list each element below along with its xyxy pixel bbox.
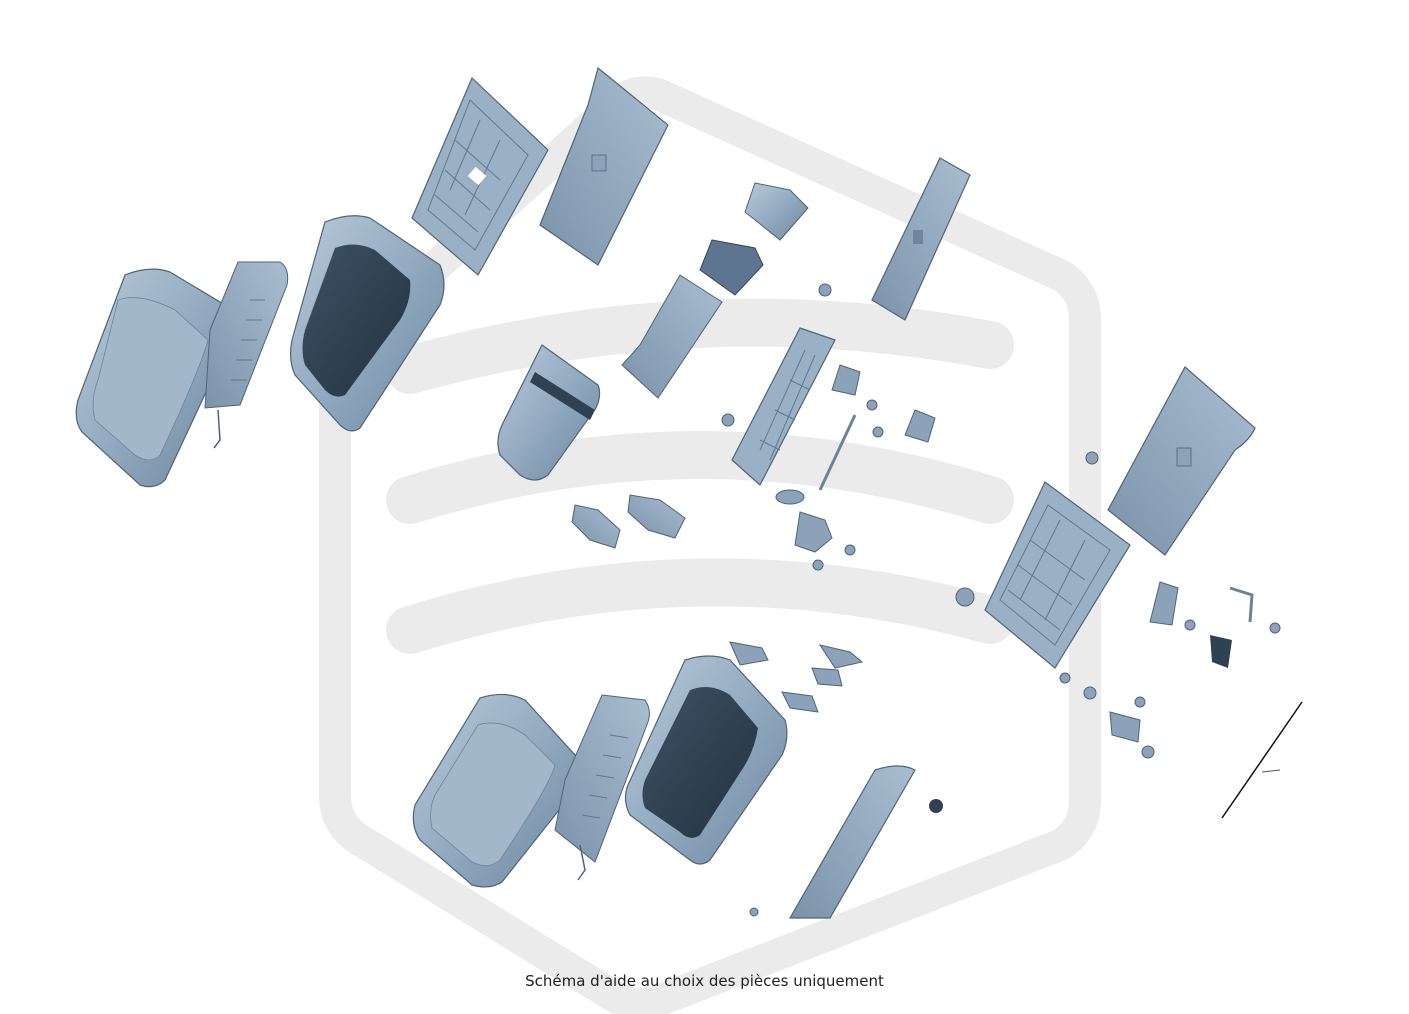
hinge-bracket: [1109, 581, 1254, 743]
right-backrest-rear-cover: [1107, 366, 1256, 556]
headrest-guide: [699, 239, 764, 296]
left-backrest-board: [204, 261, 289, 449]
center-frame: [731, 327, 857, 491]
bottom-backrest-board: [554, 694, 650, 881]
screws-center: [721, 283, 884, 571]
left-backrest-frame: [411, 76, 549, 276]
left-backrest-cushion: [75, 268, 232, 488]
push-button-left: [571, 504, 621, 549]
lock-mechanism: [775, 364, 936, 553]
left-backrest-shell: [289, 215, 445, 432]
headrest-cap: [744, 182, 809, 241]
left-backrest-rear-cover: [539, 66, 669, 266]
side-trim-strip: [788, 765, 943, 919]
right-backrest-frame: [955, 481, 1131, 669]
clips-bottom: [729, 641, 864, 917]
bottom-backrest-shell: [624, 655, 788, 865]
diagram-disclaimer-caption: Schéma d'aide au choix des pièces unique…: [525, 972, 884, 990]
push-button-right: [627, 494, 686, 539]
bottom-backrest-cushion: [412, 693, 580, 888]
screws-right: [1059, 451, 1281, 759]
armrest-bracket: [621, 274, 723, 399]
armrest: [497, 344, 601, 481]
release-cable: [1221, 701, 1303, 819]
right-side-trim-panel: [871, 157, 971, 321]
